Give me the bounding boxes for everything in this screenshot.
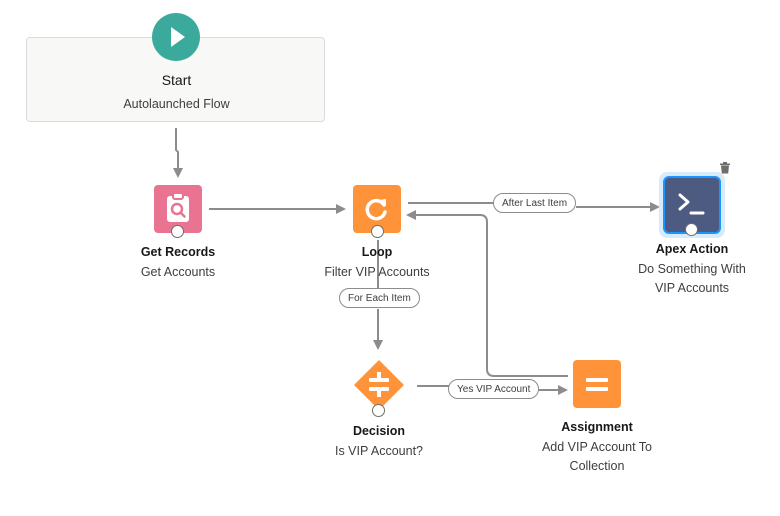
- start-subtitle: Autolaunched Flow: [123, 97, 230, 111]
- get-records-connector-port[interactable]: [171, 225, 184, 238]
- loop-subtitle: Filter VIP Accounts: [324, 265, 430, 279]
- decision-title: Decision: [352, 424, 406, 438]
- equals-icon: [586, 378, 608, 391]
- connector-loop-to-apex-action[interactable]: [408, 203, 658, 207]
- connector-label-yes-vip-account[interactable]: Yes VIP Account: [448, 379, 540, 399]
- get-records-node[interactable]: [154, 185, 202, 233]
- terminal-prompt-icon: [678, 193, 705, 215]
- get-records-subtitle: Get Accounts: [140, 265, 216, 279]
- start-title: Start: [161, 72, 192, 88]
- trash-icon[interactable]: [718, 161, 732, 175]
- decision-subtitle: Is VIP Account?: [334, 444, 424, 458]
- loop-arrow-icon: [365, 198, 387, 221]
- decision-node[interactable]: [354, 360, 404, 410]
- connector-assignment-to-loop[interactable]: [406, 210, 568, 377]
- decision-connector-port[interactable]: [372, 404, 385, 417]
- connector-start-to-get-records[interactable]: [173, 128, 183, 178]
- connector-label-for-each-item[interactable]: For Each Item: [339, 288, 420, 308]
- apex-action-title: Apex Action: [655, 242, 729, 256]
- loop-connector-port[interactable]: [371, 225, 384, 238]
- clipboard-search-icon: [167, 192, 189, 222]
- play-icon[interactable]: [152, 13, 200, 61]
- assignment-node[interactable]: [573, 360, 621, 408]
- apex-action-connector-port[interactable]: [685, 223, 698, 236]
- connector-decision-to-assignment[interactable]: [417, 386, 566, 390]
- decision-branch-icon: [354, 360, 404, 410]
- apex-action-subtitle: Do Something With VIP Accounts: [638, 262, 746, 295]
- loop-title: Loop: [361, 245, 393, 259]
- get-records-title: Get Records: [140, 245, 216, 259]
- assignment-title: Assignment: [561, 420, 633, 434]
- connector-label-after-last-item[interactable]: After Last Item: [493, 193, 577, 213]
- assignment-subtitle: Add VIP Account To Collection: [541, 440, 653, 473]
